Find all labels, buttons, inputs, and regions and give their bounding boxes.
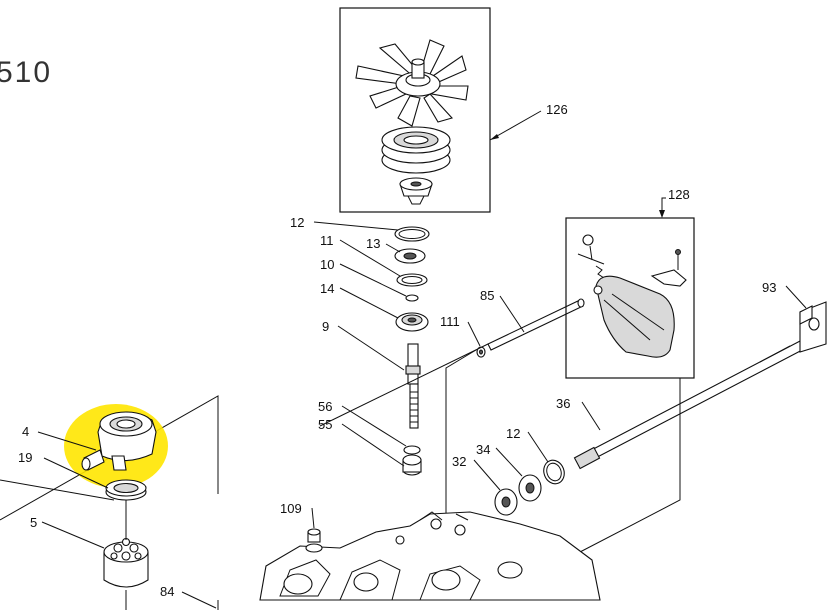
callout-93: 93 bbox=[762, 280, 776, 295]
callout-12-upper: 12 bbox=[290, 215, 304, 230]
callout-85: 85 bbox=[480, 288, 494, 303]
callout-5: 5 bbox=[30, 515, 37, 530]
bypass-group: 128 bbox=[565, 187, 695, 379]
group-box-128 bbox=[565, 217, 695, 379]
callout-111: 111 bbox=[440, 314, 460, 329]
callout-34: 34 bbox=[476, 442, 490, 457]
transaxle-housing bbox=[259, 511, 601, 601]
callout-128: 128 bbox=[668, 187, 690, 202]
callout-4: 4 bbox=[22, 424, 29, 439]
bearing-set: 12 34 32 bbox=[452, 426, 565, 516]
pulley bbox=[381, 126, 451, 174]
input-shaft-stack: 12 13 11 10 14 9 56 55 bbox=[290, 215, 430, 476]
callout-12-lower: 12 bbox=[506, 426, 520, 441]
bracket-93: 93 bbox=[762, 280, 827, 353]
fan-pulley-group: 126 bbox=[339, 7, 568, 213]
callout-11: 11 bbox=[320, 233, 334, 248]
callout-14: 14 bbox=[320, 281, 334, 296]
callout-13: 13 bbox=[366, 236, 380, 251]
callout-32: 32 bbox=[452, 454, 466, 469]
drain-plug-109: 109 bbox=[280, 501, 323, 553]
charge-pump-housing-4[interactable] bbox=[81, 411, 157, 471]
cooling-fan bbox=[355, 39, 469, 127]
input-shaft-9 bbox=[405, 343, 421, 429]
callout-56: 56 bbox=[318, 399, 332, 414]
callout-126: 126 bbox=[546, 102, 568, 117]
callout-9: 9 bbox=[322, 319, 329, 334]
group-box-126 bbox=[339, 7, 491, 213]
fan-hub bbox=[399, 177, 433, 205]
output-shaft-36: 36 bbox=[556, 339, 807, 470]
callout-109: 109 bbox=[280, 501, 302, 516]
callout-36: 36 bbox=[556, 396, 570, 411]
callout-84: 84 bbox=[160, 584, 174, 599]
cylinder-block-5 bbox=[103, 500, 149, 610]
shift-rod-85: 85 111 bbox=[440, 288, 585, 358]
callout-55: 55 bbox=[318, 417, 332, 432]
callout-10: 10 bbox=[320, 257, 334, 272]
callout-19: 19 bbox=[18, 450, 32, 465]
center-section-group: 4 19 5 84 bbox=[0, 395, 219, 610]
diagram-title-fragment: 510 bbox=[0, 56, 52, 89]
